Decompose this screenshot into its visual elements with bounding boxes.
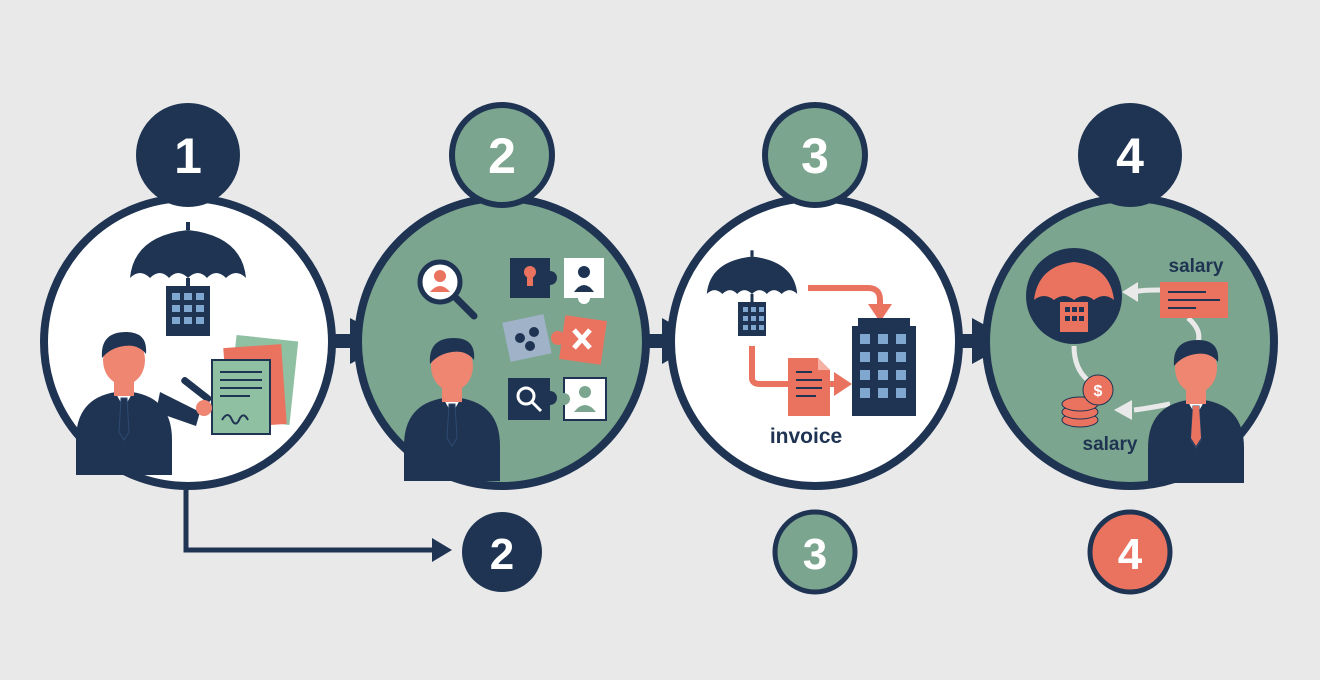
step-3: invoice 3	[667, 102, 963, 490]
arrow-head-right	[834, 372, 852, 396]
invoice-document-icon	[788, 358, 830, 416]
bottom-badge-2: 2	[462, 512, 542, 592]
step-2-top-badge: 2	[449, 102, 555, 208]
step-2: 2	[354, 102, 650, 490]
umbrella-building-icon	[1026, 248, 1122, 344]
step-2-number: 2	[488, 128, 516, 184]
umbrella-building-icon	[128, 220, 248, 336]
businessman-icon	[1147, 339, 1245, 484]
office-building-icon	[852, 318, 916, 416]
bottom-badge-3: 3	[772, 509, 858, 595]
step-4: salary $ salary 4	[982, 103, 1278, 490]
magnifier-person-icon	[417, 259, 478, 320]
svg-text:$: $	[1094, 383, 1103, 400]
svg-text:4: 4	[1118, 530, 1143, 579]
arrow-head-down	[868, 304, 892, 322]
invoice-label: invoice	[770, 425, 842, 448]
puzzle-pieces-icon	[502, 258, 607, 421]
svg-text:3: 3	[803, 530, 827, 579]
salary-label-top: salary	[1169, 256, 1224, 277]
step-3-top-badge: 3	[762, 102, 868, 208]
businessman-icon	[75, 331, 200, 476]
arrow-head-left-lower	[1114, 400, 1132, 420]
bottom-badge-4: 4	[1087, 509, 1173, 595]
l-shaped-arrow	[183, 490, 452, 562]
flow-arrows-icon	[749, 285, 883, 387]
signed-documents-icon	[211, 334, 299, 435]
arrow-head-left	[1122, 282, 1138, 302]
pen-icon	[181, 376, 212, 416]
step-3-number: 3	[801, 128, 829, 184]
step-4-number: 4	[1116, 128, 1144, 184]
step-1-number: 1	[174, 128, 202, 184]
payslip-icon	[1160, 282, 1228, 318]
salary-label-bottom: salary	[1083, 434, 1138, 455]
coins-icon: $	[1061, 374, 1114, 428]
step-1-top-badge: 1	[136, 103, 240, 207]
umbrella-building-icon	[705, 248, 799, 336]
svg-text:2: 2	[490, 530, 514, 579]
step-1: 1	[40, 103, 336, 490]
step-4-top-badge: 4	[1078, 103, 1182, 207]
